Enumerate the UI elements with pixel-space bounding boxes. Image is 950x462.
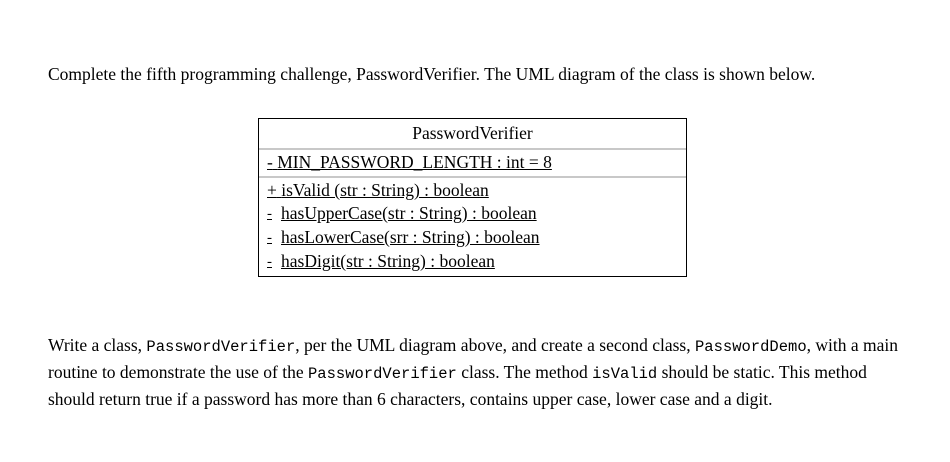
uml-visibility-marker: + bbox=[267, 180, 277, 200]
instructions-text-3: , with a main routine to demonstrate the… bbox=[48, 334, 898, 382]
intro-paragraph: Complete the fifth programming challenge… bbox=[48, 63, 816, 84]
uml-operation-compartment: + isValid (str : String) : boolean -hasU… bbox=[259, 178, 686, 276]
instructions-paragraph: Write a class, PasswordVerifier, per the… bbox=[48, 333, 908, 412]
uml-operation-signature: isValid (str : String) : boolean bbox=[281, 180, 489, 200]
uml-operation-row: -hasDigit(str : String) : boolean bbox=[259, 250, 686, 274]
code-password-verifier: PasswordVerifier bbox=[146, 337, 296, 356]
uml-attribute-text: - MIN_PASSWORD_LENGTH : int = 8 bbox=[267, 152, 552, 172]
uml-attribute-compartment: - MIN_PASSWORD_LENGTH : int = 8 bbox=[259, 150, 686, 178]
uml-operation-text: + isValid (str : String) : boolean bbox=[267, 180, 489, 200]
uml-operation-row: + isValid (str : String) : boolean bbox=[259, 179, 686, 202]
instructions-text-2: , per the UML diagram above, and create … bbox=[295, 334, 695, 355]
uml-operation-signature: hasUpperCase(str : String) : boolean bbox=[281, 203, 537, 223]
uml-visibility-marker: - bbox=[267, 230, 272, 246]
code-password-demo: PasswordDemo bbox=[695, 337, 807, 356]
uml-operation-row: -hasLowerCase(srr : String) : boolean bbox=[259, 226, 686, 250]
code-is-valid: isValid bbox=[592, 364, 658, 383]
uml-visibility-marker: - bbox=[267, 206, 272, 222]
instructions-text-1: Write a class, bbox=[48, 334, 147, 355]
uml-operation-row: -hasUpperCase(str : String) : boolean bbox=[259, 202, 686, 226]
uml-attribute-row: - MIN_PASSWORD_LENGTH : int = 8 bbox=[259, 151, 686, 174]
instructions-text-4: class. The method bbox=[456, 361, 593, 382]
uml-attribute-signature: MIN_PASSWORD_LENGTH : int = 8 bbox=[277, 152, 552, 172]
uml-operation-signature: hasDigit(str : String) : boolean bbox=[281, 251, 495, 271]
uml-visibility-marker: - bbox=[267, 254, 272, 270]
uml-operation-signature: hasLowerCase(srr : String) : boolean bbox=[281, 227, 540, 247]
uml-visibility-marker: - bbox=[267, 152, 273, 172]
uml-class-diagram: PasswordVerifier - MIN_PASSWORD_LENGTH :… bbox=[258, 118, 687, 277]
code-password-verifier-2: PasswordVerifier bbox=[308, 364, 457, 383]
uml-class-name: PasswordVerifier bbox=[259, 119, 686, 150]
instructions-text-5: should be static. This method should ret… bbox=[48, 361, 867, 409]
